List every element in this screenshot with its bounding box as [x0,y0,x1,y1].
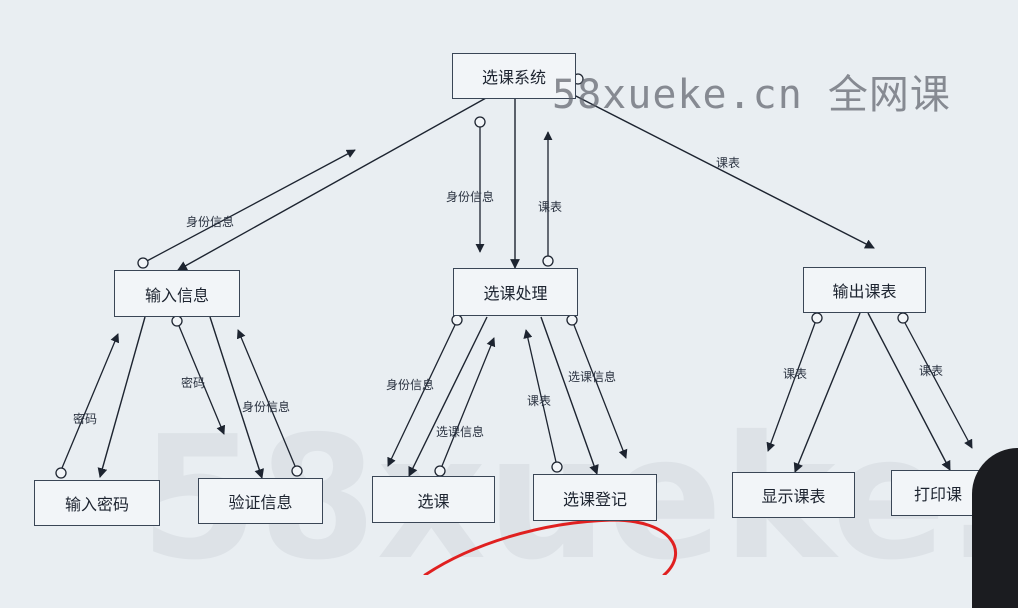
flow-password-left [55,333,120,479]
node-input-password: 输入密码 [34,480,160,526]
flow-password-right [171,315,226,435]
node-input-info: 输入信息 [114,270,240,317]
edges-layer: 身份信息 身份信息 课表 课表 密码 密码 身份信息 身份信息 选课信息 课表 … [55,73,973,575]
flow-select-info-b [566,314,628,459]
label-schedule-print: 课表 [919,364,943,378]
flow-select-info-a [434,337,496,477]
label-schedule-register: 课表 [527,394,551,408]
structure-chart: 58xueke.c [34,53,1018,608]
label-password-left: 密码 [73,411,97,426]
red-annotation-stroke [423,518,677,575]
node-verify-info: 验证信息 [198,478,323,524]
flow-identity-select [387,314,463,467]
site-watermark: 58xueke.cn 全网课 [552,72,951,118]
flow-schedule-show [766,312,823,452]
flow-schedule-register [523,329,563,473]
presenter-silhouette [972,448,1018,608]
call-line-process-register [540,316,599,475]
node-course-processing: 选课处理 [453,268,578,316]
label-select-info-b: 选课信息 [568,369,616,384]
label-schedule-mid: 课表 [538,200,562,214]
flow-identity-top [137,149,356,269]
call-line-root-output [567,91,875,249]
label-select-info-a: 选课信息 [436,424,484,439]
node-show-schedule: 显示课表 [732,472,855,518]
label-identity-top: 身份信息 [186,214,234,229]
call-line-input-verify [209,316,264,479]
label-identity-verify: 身份信息 [242,399,290,414]
call-line-output-show [793,312,861,473]
label-identity-select: 身份信息 [386,377,434,392]
node-course-registration: 选课登记 [533,474,657,521]
node-output-schedule: 输出课表 [803,267,926,313]
label-schedule-right: 课表 [716,156,740,170]
flow-identity-verify [236,329,303,477]
flow-identity-mid [474,116,486,253]
call-line-process-select [408,316,488,477]
call-line-output-print [867,312,951,471]
flow-schedule-mid [542,131,554,267]
call-line-root-input [177,97,487,271]
call-line-input-password [97,316,146,478]
node-select-course: 选课 [372,476,495,523]
node-course-selection-system: 选课系统 [452,53,576,99]
label-schedule-show: 课表 [783,367,807,381]
flow-schedule-print [897,312,973,449]
label-identity-mid: 身份信息 [446,189,494,204]
label-password-right: 密码 [181,375,205,390]
